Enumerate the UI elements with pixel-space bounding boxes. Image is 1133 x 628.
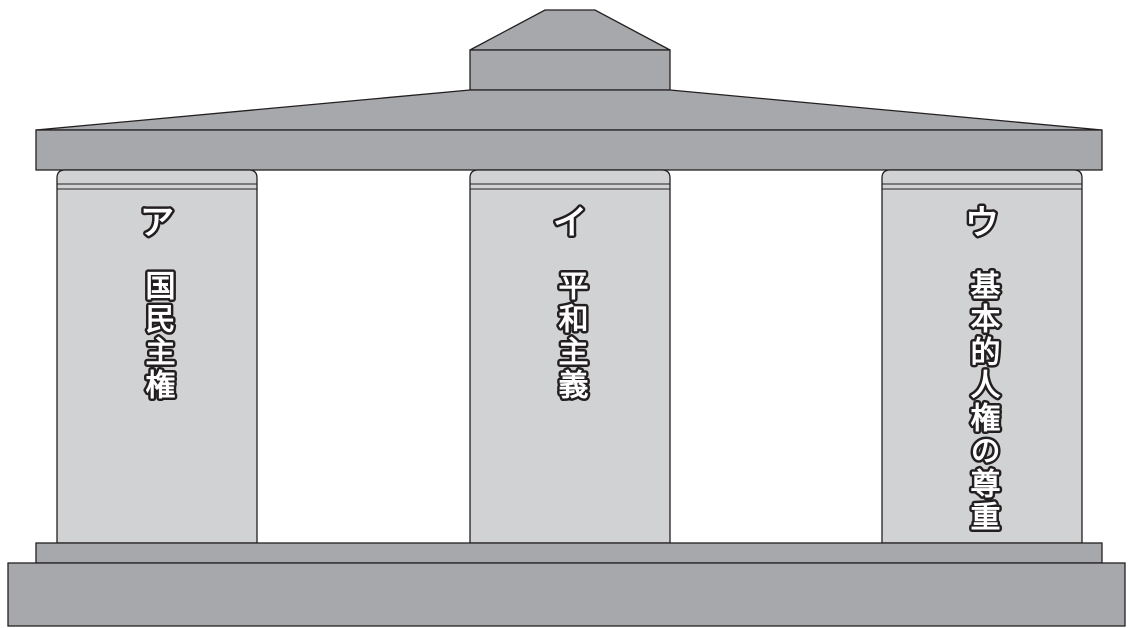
pillar-u-label: 基本的人権の尊重 bbox=[965, 270, 1001, 534]
pillar-u-shaft bbox=[881, 169, 1083, 544]
pillar-a-letter: ア bbox=[140, 203, 174, 243]
main-roof bbox=[35, 89, 1103, 131]
base-step bbox=[35, 542, 1103, 564]
pillar-a: ア 国民主権 bbox=[56, 169, 258, 544]
entablature-beam bbox=[35, 129, 1103, 171]
pillar-u: ウ 基本的人権の尊重 bbox=[881, 169, 1083, 544]
pillar-i-shaft bbox=[469, 169, 671, 544]
pillar-i-letter: イ bbox=[553, 203, 587, 243]
pillar-i-label: 平和主義 bbox=[553, 270, 589, 402]
pillar-i: イ 平和主義 bbox=[469, 169, 671, 544]
pillar-a-label: 国民主権 bbox=[140, 270, 176, 402]
cupola-roof bbox=[469, 9, 671, 51]
cupola-block bbox=[469, 49, 671, 91]
foundation bbox=[7, 562, 1126, 627]
pillar-a-shaft bbox=[56, 169, 258, 544]
pillar-u-letter: ウ bbox=[965, 203, 999, 243]
